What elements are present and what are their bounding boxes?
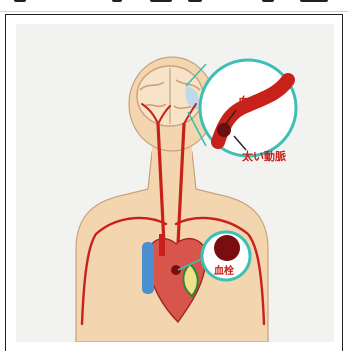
top-cropped-strip [0, 0, 348, 12]
heart-clot-callout: 血栓 [202, 232, 250, 280]
large-artery-label: 太い動脈 [241, 149, 286, 163]
body-diagram: 血栓 太い動脈 血栓 [16, 24, 334, 342]
brain-icon [137, 66, 203, 126]
heart-clot-label: 血栓 [214, 264, 234, 277]
brain-clot-label: 血栓 [238, 94, 262, 109]
illustration-panel: 血栓 太い動脈 血栓 [16, 24, 334, 342]
brain-artery-callout: 血栓 太い動脈 [200, 60, 296, 163]
